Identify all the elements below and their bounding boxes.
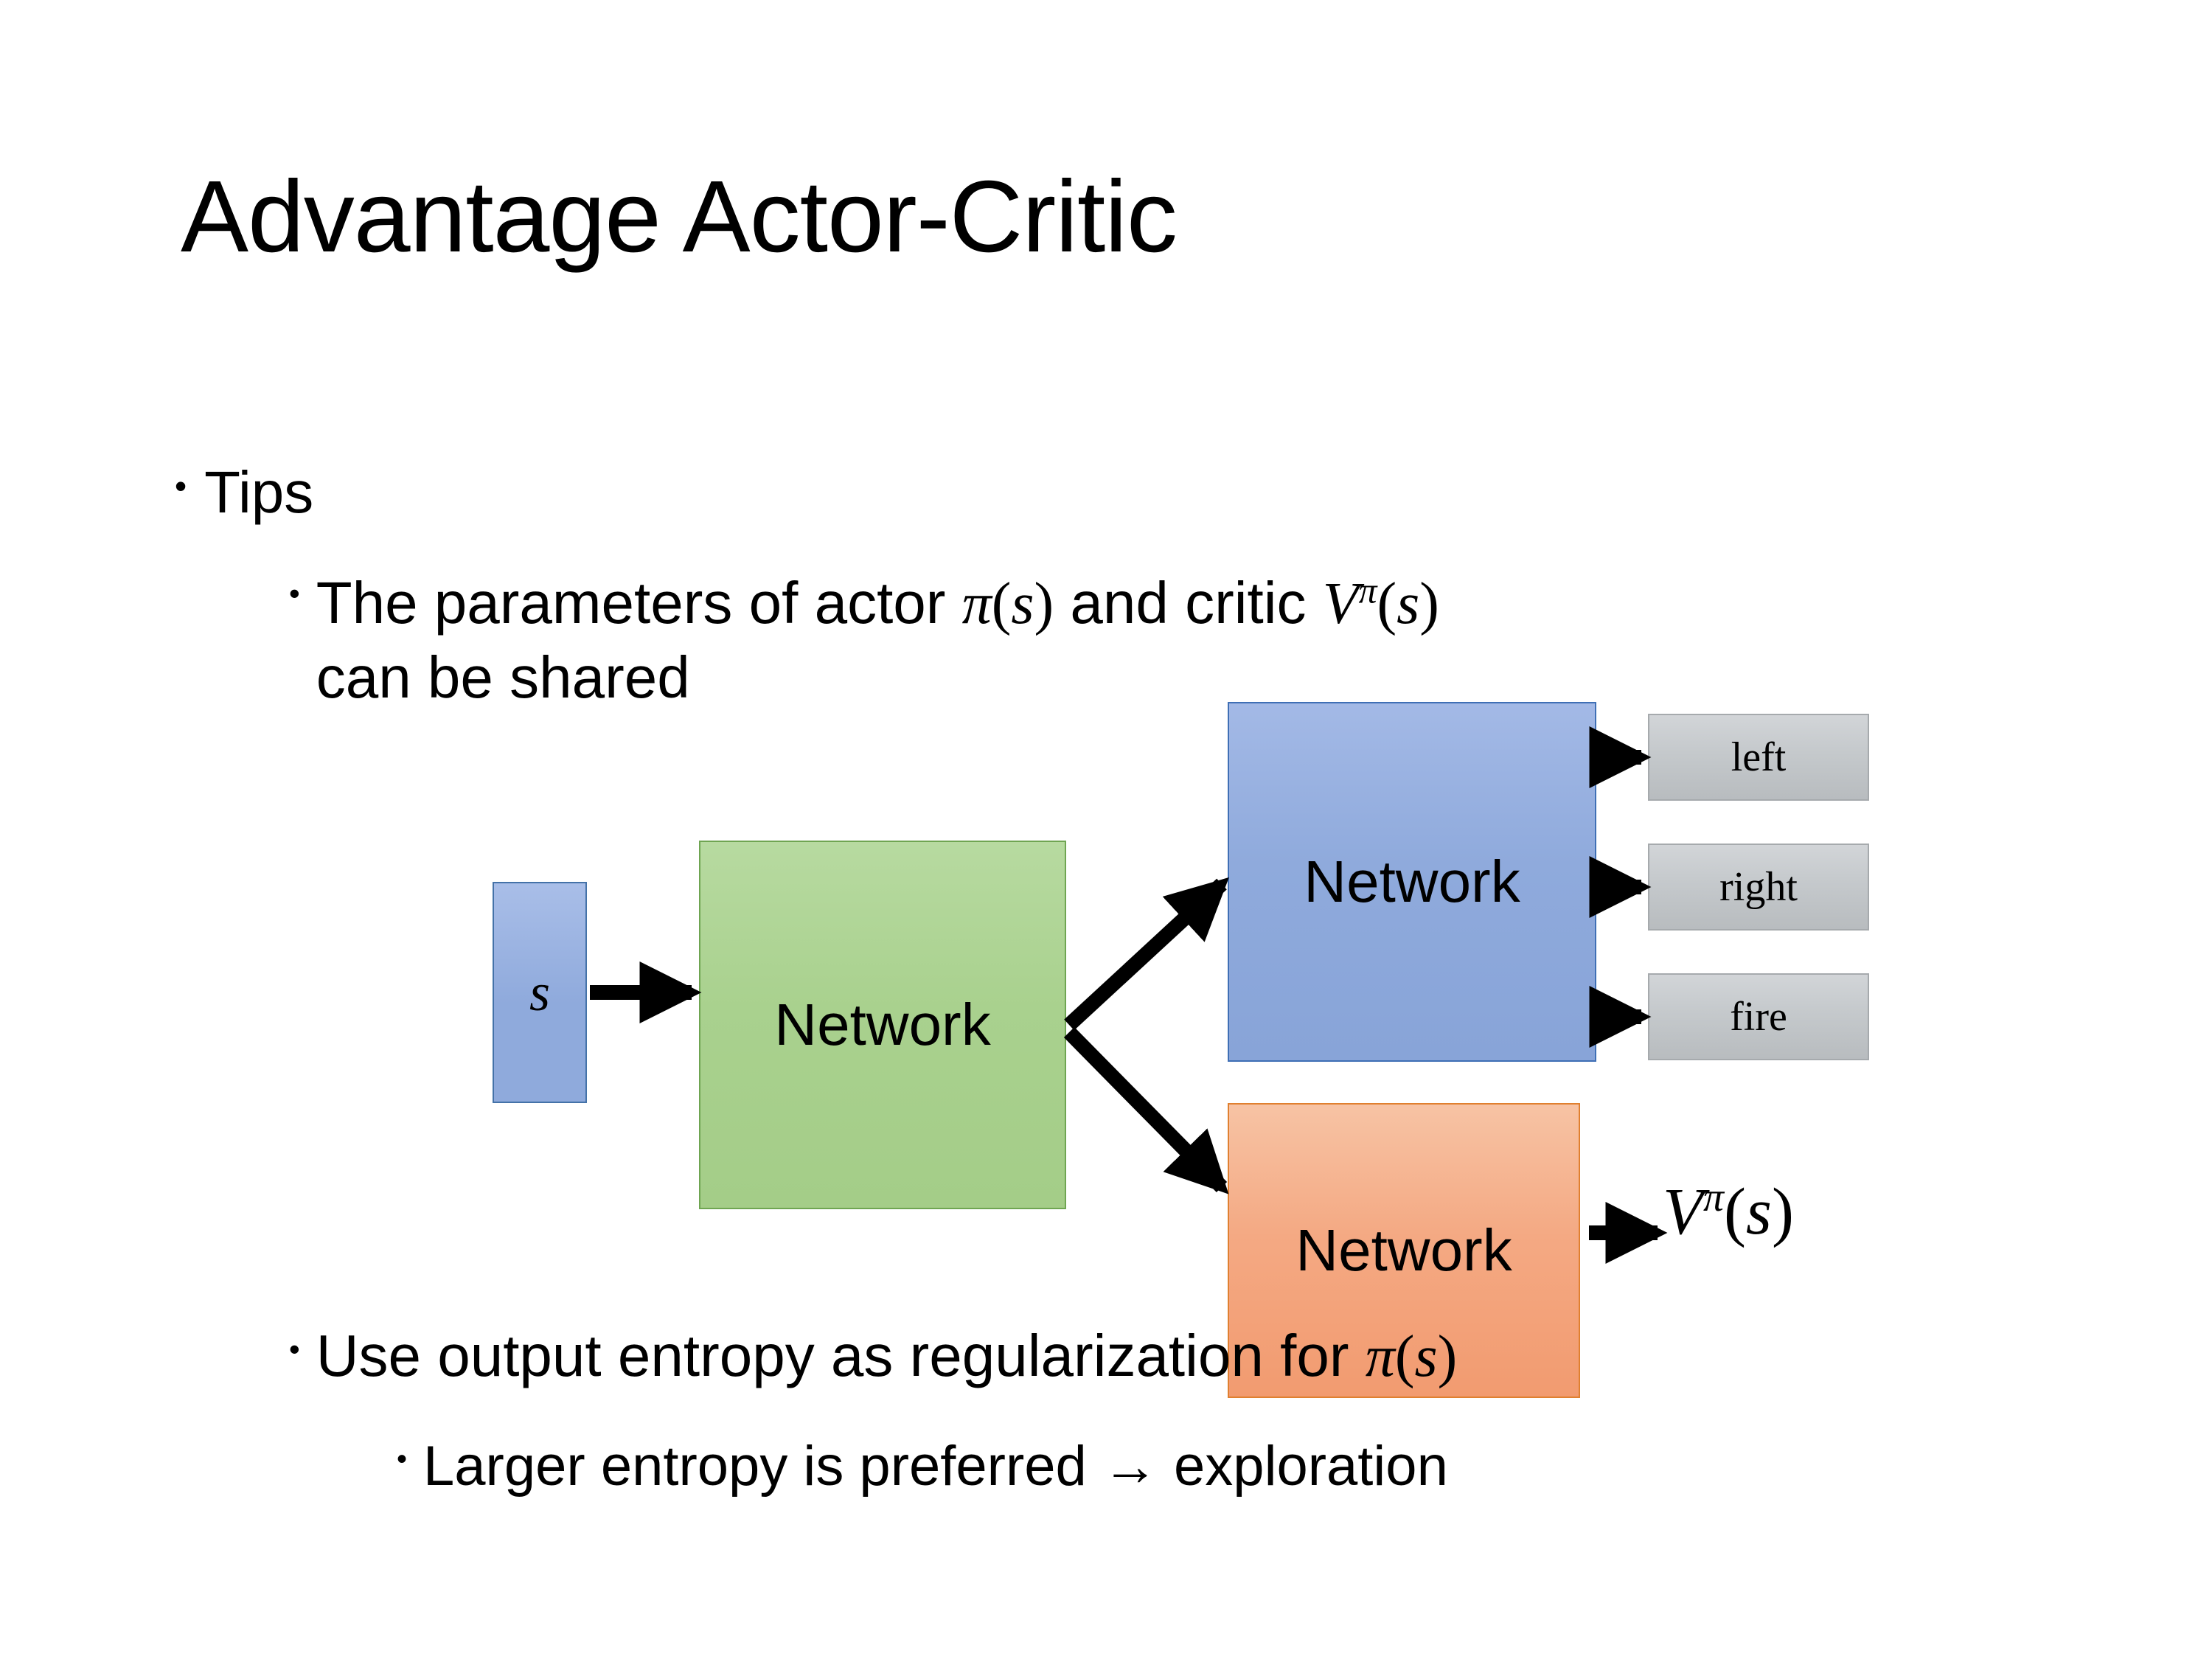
math-open-paren: ( — [991, 571, 1012, 636]
math-arg-s: s — [1745, 1175, 1772, 1248]
bullet-shared-parameters: • The parameters of actor π(s) and criti… — [289, 566, 2059, 714]
text-parameters-line2: can be shared — [316, 644, 690, 711]
arrow-shared-to-actor-network — [1064, 877, 1229, 1031]
value-function-output-label: Vπ(s) — [1663, 1174, 1794, 1250]
text-entropy-prefix: Use output entropy as regularization for — [316, 1323, 1366, 1388]
math-close-paren: ) — [1437, 1324, 1458, 1389]
math-superscript-pi: π — [1703, 1175, 1724, 1220]
math-symbol-pi: π — [961, 571, 992, 636]
actor-network-label: Network — [1304, 849, 1520, 914]
critic-network-label: Network — [1295, 1217, 1512, 1283]
arrow-shared-to-critic-network — [1063, 1026, 1229, 1194]
shared-network-label: Network — [774, 992, 991, 1057]
math-symbol-v: V — [1322, 571, 1359, 636]
page-title: Advantage Actor-Critic — [181, 160, 1178, 274]
math-arg-s: s — [1397, 571, 1420, 636]
bullet-entropy-text: Use output entropy as regularization for… — [316, 1322, 1458, 1391]
math-close-paren: ) — [1771, 1175, 1794, 1248]
bullet-marker-icon: • — [397, 1443, 408, 1475]
math-symbol-pi: π — [1365, 1324, 1395, 1389]
bullet-shared-parameters-text: The parameters of actor π(s) and critic … — [316, 566, 2059, 714]
math-superscript-pi: π — [1358, 570, 1377, 611]
bullet-entropy-regularization: • Use output entropy as regularization f… — [289, 1322, 1457, 1391]
math-symbol-v: V — [1663, 1175, 1703, 1248]
bullet-tips: • Tips — [175, 459, 313, 526]
math-arg-s: s — [1011, 571, 1034, 636]
math-close-paren: ) — [1034, 571, 1054, 636]
diagram-shared-network-box: Network — [699, 841, 1066, 1209]
action-output-left-label: left — [1731, 734, 1787, 780]
math-close-paren: ) — [1419, 571, 1439, 636]
input-state-label: s — [529, 962, 551, 1022]
action-output-left: left — [1648, 714, 1869, 801]
bullet-marker-icon: • — [175, 467, 187, 505]
action-output-right-label: right — [1719, 864, 1798, 910]
action-output-fire-label: fire — [1730, 994, 1787, 1040]
text-parameters-prefix: The parameters of actor — [316, 570, 962, 636]
math-open-paren: ( — [1377, 571, 1397, 636]
math-policy-pi-s: π(s) — [1366, 1324, 1458, 1389]
math-value-v-pi-s: Vπ(s) — [1322, 570, 1439, 636]
diagram-actor-network-box: Network — [1228, 702, 1596, 1062]
math-policy-pi-s: π(s) — [962, 571, 1054, 636]
math-open-paren: ( — [1723, 1175, 1746, 1248]
diagram-input-state-box: s — [493, 882, 587, 1103]
math-arg-s: s — [1414, 1324, 1438, 1389]
diagram-critic-network-box: Network — [1228, 1103, 1580, 1398]
bullet-marker-icon: • — [289, 1332, 300, 1366]
bullet-marker-icon: • — [289, 576, 300, 611]
math-open-paren: ( — [1394, 1324, 1415, 1389]
action-output-fire: fire — [1648, 973, 1869, 1060]
bullet-larger-entropy-label: Larger entropy is preferred → exploratio… — [423, 1435, 1448, 1498]
bullet-tips-label: Tips — [204, 459, 314, 525]
action-output-right: right — [1648, 844, 1869, 931]
bullet-larger-entropy: • Larger entropy is preferred → explorat… — [397, 1434, 1448, 1498]
text-parameters-middle: and critic — [1054, 570, 1323, 636]
